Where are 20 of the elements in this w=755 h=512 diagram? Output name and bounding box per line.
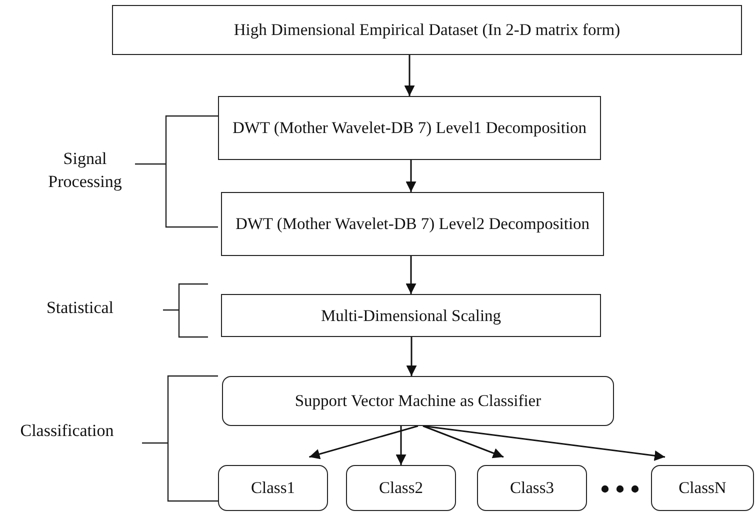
arrow xyxy=(309,425,418,460)
class-box: Class2 xyxy=(346,465,456,511)
arrow xyxy=(422,425,504,458)
arrow xyxy=(404,55,415,96)
arrow xyxy=(396,426,406,465)
class-box: Class1 xyxy=(218,465,328,511)
process-box: Support Vector Machine as Classifier xyxy=(222,376,614,426)
group-label: Classification xyxy=(19,420,115,442)
group-label: Statistical xyxy=(45,297,115,319)
arrow xyxy=(422,425,666,461)
class-box: ClassN xyxy=(651,465,754,511)
arrow xyxy=(406,160,416,192)
process-box: Multi-Dimensional Scaling xyxy=(221,294,601,337)
class-box: Class3 xyxy=(477,465,587,511)
process-box: High Dimensional Empirical Dataset (In 2-D matrix form) xyxy=(112,5,742,55)
process-box: DWT (Mother Wavelet-DB 7) Level1 Decomposition xyxy=(218,96,601,160)
process-box: DWT (Mother Wavelet-DB 7) Level2 Decomposition xyxy=(221,192,604,256)
group-label: Signal Processing xyxy=(47,148,123,193)
arrow xyxy=(406,256,416,294)
arrow xyxy=(406,337,417,376)
